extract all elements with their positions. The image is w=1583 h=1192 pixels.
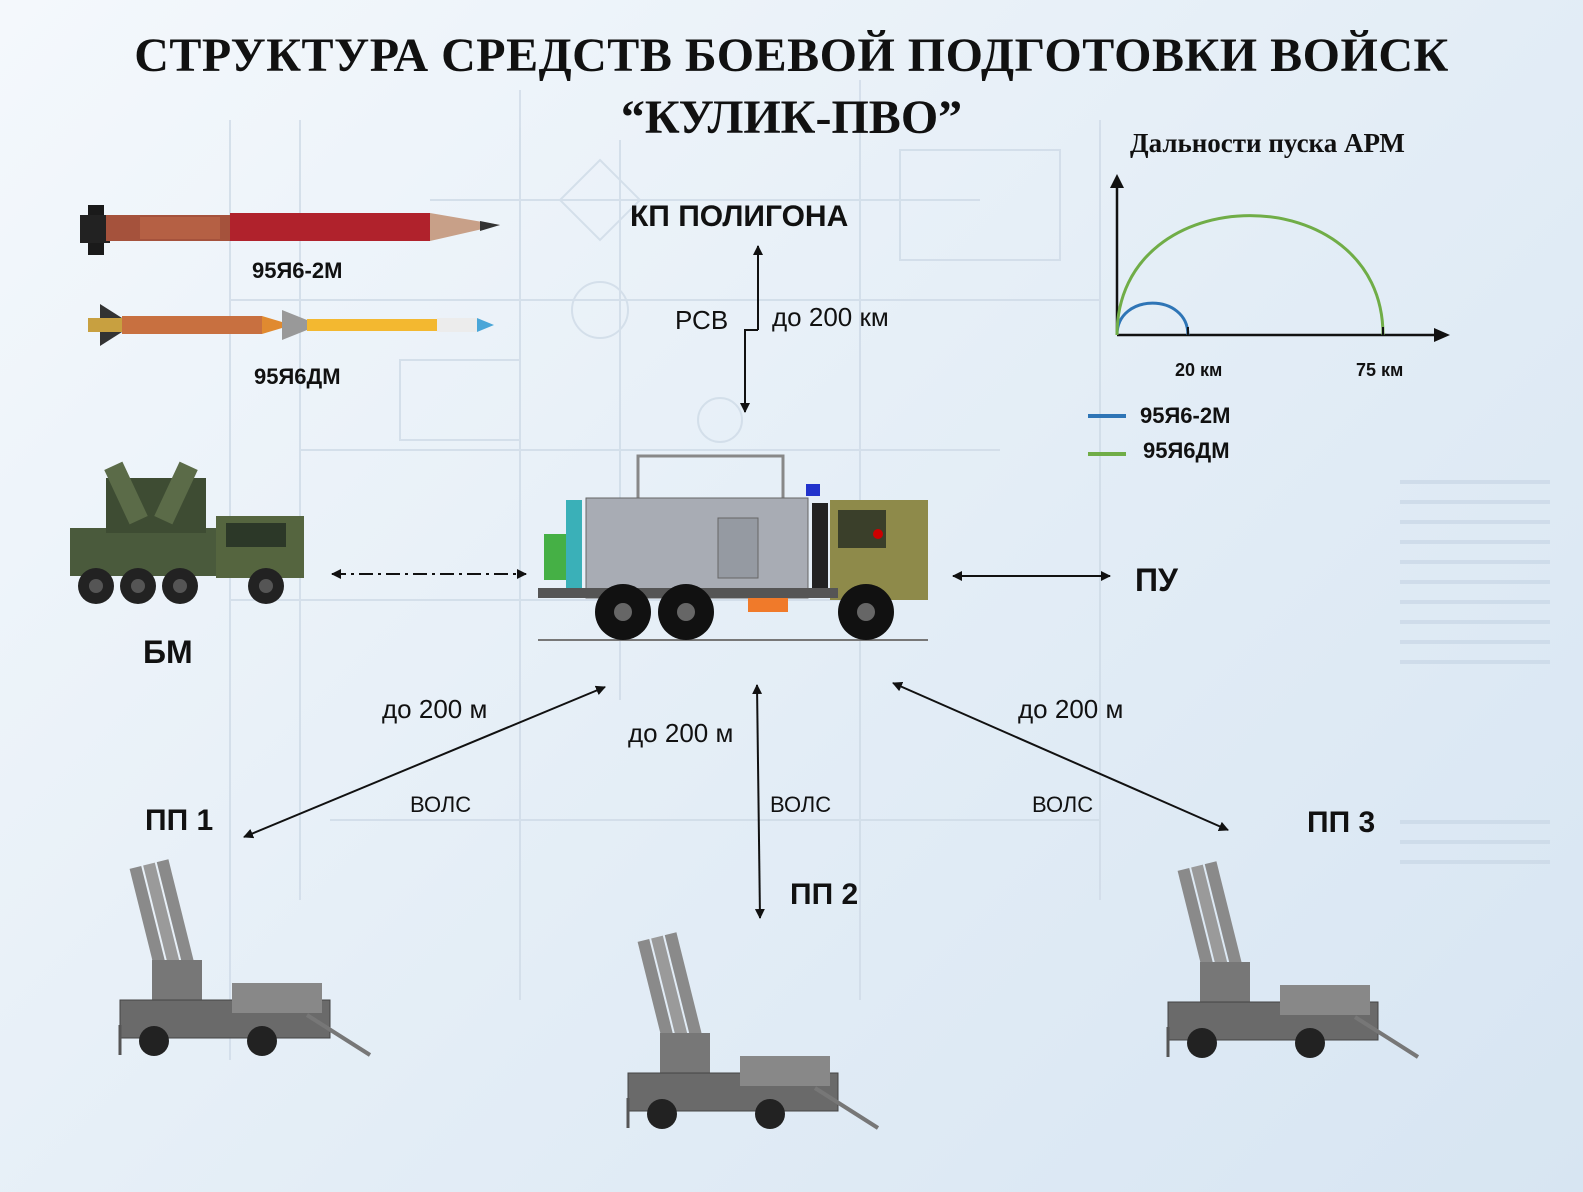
- legend-swatch-95ya6dm: [1088, 452, 1126, 456]
- link-center-range: до 200 м: [628, 718, 734, 748]
- missile-label-95ya6-2m: 95Я6-2М: [252, 258, 343, 283]
- range-arc-95ya6dm: [1115, 214, 1385, 336]
- range-tick-75km: 75 км: [1356, 360, 1404, 380]
- pp3-launcher-image: [1166, 861, 1420, 1059]
- pp1-link-arrow: [243, 685, 606, 839]
- missile-95ya6dm-image: [88, 304, 494, 346]
- link-left-type: ВОЛС: [410, 792, 472, 817]
- legend-label-95ya6-2m: 95Я6-2М: [1140, 403, 1231, 428]
- range-tick-20km: 20 км: [1175, 360, 1223, 380]
- pp3-link-arrow: [892, 682, 1229, 831]
- range-chart-y-arrow: [1110, 174, 1124, 188]
- pp1-launcher-image: [118, 859, 372, 1057]
- missile-95ya6-2m-image: [80, 205, 500, 255]
- pp2-label: ПП 2: [790, 878, 859, 911]
- page-title: СТРУКТУРА СРЕДСТВ БОЕВОЙ ПОДГОТОВКИ ВОЙС…: [134, 29, 1449, 82]
- missile-label-95ya6dm: 95Я6ДМ: [254, 364, 341, 389]
- rsv-arrow-down: [740, 329, 758, 413]
- range-chart-title: Дальности пуска АРМ: [1130, 128, 1405, 158]
- link-left-range: до 200 м: [382, 694, 488, 724]
- pp3-label: ПП 3: [1307, 806, 1376, 839]
- link-right-range: до 200 м: [1018, 694, 1124, 724]
- page-subtitle: “КУЛИК-ПВО”: [620, 91, 963, 144]
- rsv-label: РСВ: [675, 305, 729, 335]
- legend-swatch-95ya6-2m: [1088, 414, 1126, 418]
- bm-label: БМ: [143, 634, 193, 670]
- range-chart-x-arrow: [1434, 328, 1450, 342]
- command-post-range-label: до 200 км: [772, 302, 889, 332]
- link-right-type: ВОЛС: [1032, 792, 1094, 817]
- pp2-link-arrow: [752, 684, 765, 919]
- pp2-launcher-image: [626, 932, 880, 1130]
- legend-label-95ya6dm: 95Я6ДМ: [1143, 438, 1230, 463]
- bm-vehicle-image: [70, 461, 304, 604]
- command-post-label: КП ПОЛИГОНА: [630, 200, 849, 233]
- pp1-label: ПП 1: [145, 804, 214, 837]
- pu-label: ПУ: [1135, 562, 1178, 598]
- link-center-type: ВОЛС: [770, 792, 832, 817]
- control-vehicle-image: [538, 454, 928, 641]
- range-chart: [1110, 174, 1450, 342]
- range-arc-95ya6-2m: [1115, 301, 1190, 336]
